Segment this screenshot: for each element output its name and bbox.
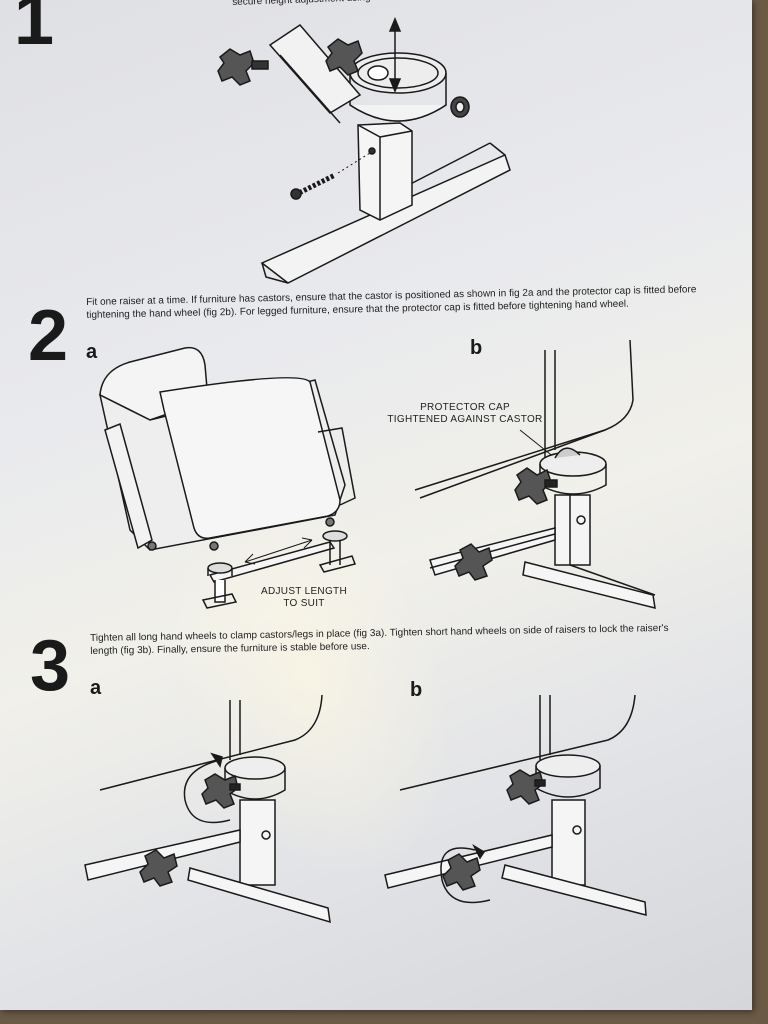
figure-3b-tighten-short-wheel [380,690,660,920]
adjust-length-line1: ADJUST LENGTH [261,586,347,597]
figure-2a-armchair-on-raisers [90,340,380,620]
adjust-length-line2: TO SUIT [283,598,325,609]
step-2-instruction: Fit one raiser at a time. If furniture h… [86,284,697,321]
figure-2b-castor-in-cup [405,340,670,620]
fig-3b-label: b [410,679,423,701]
step-3-number: 3 [30,626,71,706]
protector-cap-callout: PROTECTOR CAP TIGHTENED AGAINST CASTOR [370,402,560,426]
figure-3a-tighten-long-wheel [80,690,345,930]
adjust-length-callout: ADJUST LENGTH TO SUIT [244,586,364,610]
figure-1-raiser-assembly [200,5,520,290]
step-2-number: 2 [28,296,69,376]
protector-cap-line1: PROTECTOR CAP [420,402,510,413]
fig-3a-label: a [90,677,102,699]
fig-2a-label: a [86,341,98,363]
step-3-instruction: Tighten all long hand wheels to clamp ca… [90,622,669,657]
fig-2b-label: b [470,337,483,359]
instruction-sheet: 1 secure height adjustment using [0,0,752,1010]
step-1-number: 1 [14,0,55,60]
protector-cap-line2: TIGHTENED AGAINST CASTOR [387,414,543,425]
